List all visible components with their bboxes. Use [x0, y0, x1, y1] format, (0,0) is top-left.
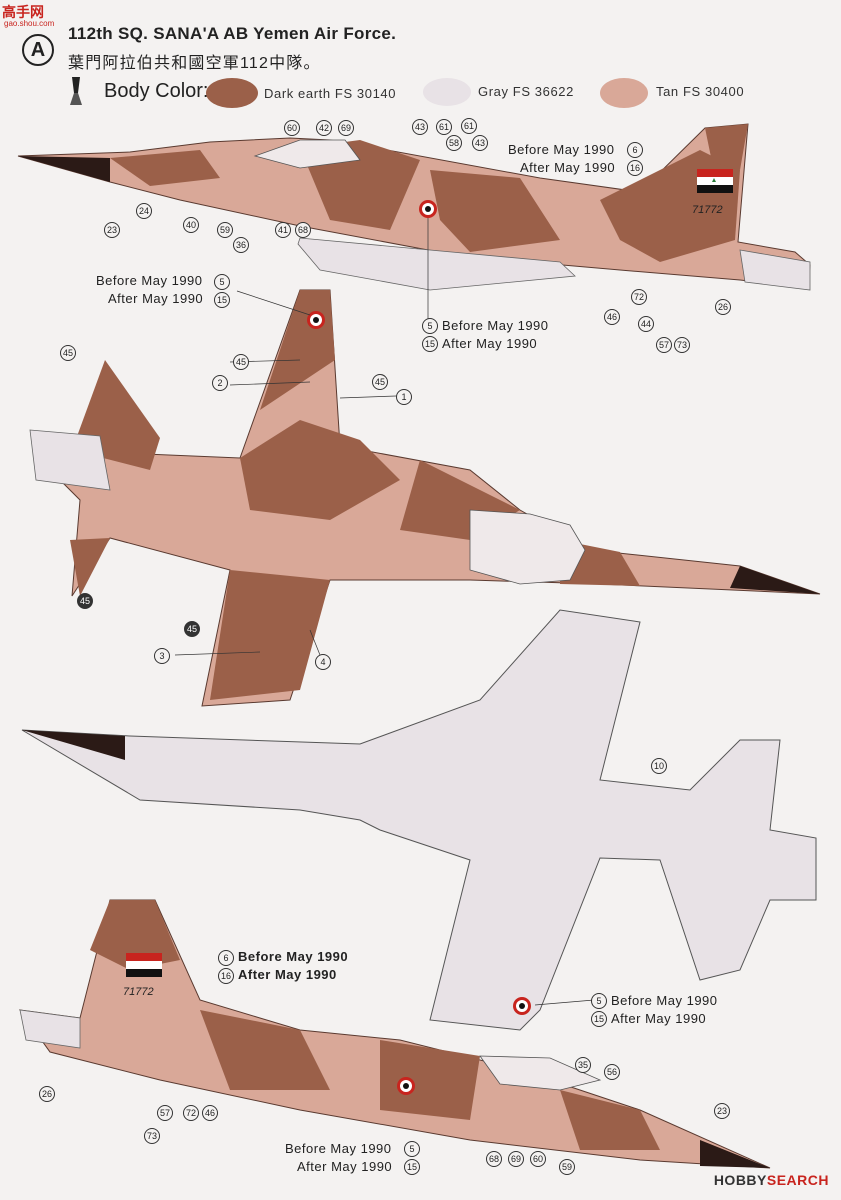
- callout-40: 40: [183, 217, 199, 233]
- callout-10: 10: [651, 758, 667, 774]
- callout-43-b: 43: [472, 135, 488, 151]
- callout-15-d: 15: [404, 1159, 420, 1175]
- leader-lines: [174, 218, 595, 1006]
- callout-1: 1: [396, 389, 412, 405]
- callout-23: 23: [104, 222, 120, 238]
- callout-35: 35: [575, 1057, 591, 1073]
- callout-45-c: 45: [372, 374, 388, 390]
- note-after-15-b: After May 1990: [442, 336, 538, 351]
- callout-46-b: 46: [202, 1105, 218, 1121]
- note-after-16: After May 1990: [520, 160, 616, 175]
- callout-56: 56: [604, 1064, 620, 1080]
- callout-15-a: 15: [214, 292, 230, 308]
- callout-45-b: 45: [233, 354, 249, 370]
- callout-46: 46: [604, 309, 620, 325]
- callout-73: 73: [674, 337, 690, 353]
- bottom-view: [21, 609, 817, 1031]
- site-logo-url: gao.shou.com: [4, 19, 55, 28]
- callout-57: 57: [656, 337, 672, 353]
- callout-5-d: 5: [404, 1141, 420, 1157]
- callout-5-a: 5: [214, 274, 230, 290]
- callout-3: 3: [154, 648, 170, 664]
- note-before-6-b: Before May 1990: [238, 949, 349, 964]
- watermark: HOBBYSEARCH: [714, 1172, 829, 1188]
- callout-15-b: 15: [422, 336, 438, 352]
- callout-61-b: 61: [461, 118, 477, 134]
- callout-43: 43: [412, 119, 428, 135]
- callout-68-b: 68: [486, 1151, 502, 1167]
- serial-number-bottom: 71772: [123, 986, 154, 998]
- note-before-5-d: Before May 1990: [285, 1141, 392, 1156]
- swatch-gray: [423, 78, 471, 106]
- callout-15-c: 15: [591, 1011, 607, 1027]
- note-before-6: Before May 1990: [508, 142, 615, 157]
- callout-5-b: 5: [422, 318, 438, 334]
- right-side-profile: [18, 899, 771, 1169]
- left-side-profile: [17, 123, 811, 291]
- callout-45-a: 45: [60, 345, 76, 361]
- swatch-label-tan: Tan FS 30400: [656, 84, 745, 99]
- callout-69: 69: [338, 120, 354, 136]
- site-logo: 高手网: [2, 4, 44, 20]
- callout-72-b: 72: [183, 1105, 199, 1121]
- callout-24: 24: [136, 203, 152, 219]
- callout-41: 41: [275, 222, 291, 238]
- watermark-brand: HOBBY: [713, 1172, 767, 1188]
- swatch-label-dark-earth: Dark earth FS 30140: [264, 86, 397, 101]
- callout-45-d: 45: [77, 593, 93, 609]
- callout-61: 61: [436, 119, 452, 135]
- callout-4: 4: [315, 654, 331, 670]
- note-before-5-c: Before May 1990: [611, 993, 718, 1008]
- page-subtitle: 葉門阿拉伯共和國空軍112中隊。: [68, 55, 321, 72]
- callout-68: 68: [295, 222, 311, 238]
- callout-60-b: 60: [530, 1151, 546, 1167]
- callout-23-b: 23: [714, 1103, 730, 1119]
- serial-number-top: 71772: [692, 204, 723, 216]
- callout-2: 2: [212, 375, 228, 391]
- callout-59-b: 59: [559, 1159, 575, 1175]
- body-color-label: Body Color:: [104, 80, 209, 102]
- callout-45-e: 45: [184, 621, 200, 637]
- callout-72: 72: [631, 289, 647, 305]
- top-view: [29, 289, 821, 707]
- callout-73-b: 73: [144, 1128, 160, 1144]
- note-before-5-b: Before May 1990: [442, 318, 549, 333]
- callout-57-b: 57: [157, 1105, 173, 1121]
- paintbrush-icon: [66, 75, 88, 107]
- callout-69-b: 69: [508, 1151, 524, 1167]
- watermark-suffix: SEARCH: [766, 1172, 829, 1188]
- callout-36: 36: [233, 237, 249, 253]
- page-title: 112th SQ. SANA'A AB Yemen Air Force.: [68, 24, 397, 43]
- callout-60: 60: [284, 120, 300, 136]
- callout-26: 26: [715, 299, 731, 315]
- note-before-5-a: Before May 1990: [96, 273, 203, 288]
- callout-16: 16: [627, 160, 643, 176]
- callout-16-b: 16: [218, 968, 234, 984]
- note-after-15-d: After May 1990: [297, 1159, 393, 1174]
- swatch-dark-earth: [206, 78, 258, 108]
- callout-42: 42: [316, 120, 332, 136]
- callout-5-c: 5: [591, 993, 607, 1009]
- callout-6-b: 6: [218, 950, 234, 966]
- callout-26-b: 26: [39, 1086, 55, 1102]
- swatch-label-gray: Gray FS 36622: [478, 84, 574, 99]
- scheme-badge: A: [22, 34, 54, 66]
- callout-6: 6: [627, 142, 643, 158]
- note-after-15-c: After May 1990: [611, 1011, 707, 1026]
- callout-58: 58: [446, 135, 462, 151]
- callout-44: 44: [638, 316, 654, 332]
- note-after-16-b: After May 1990: [238, 967, 337, 982]
- callout-59: 59: [217, 222, 233, 238]
- swatch-tan: [600, 78, 648, 108]
- note-after-15-a: After May 1990: [108, 291, 204, 306]
